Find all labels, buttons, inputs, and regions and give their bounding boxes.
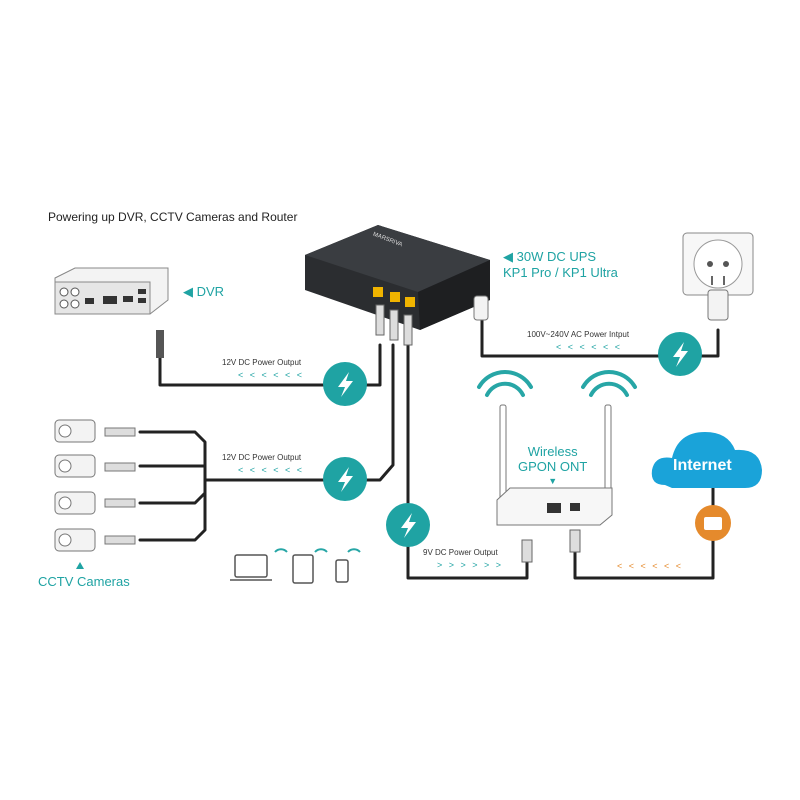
lightning-icons (338, 342, 688, 538)
ac-outlet (682, 232, 754, 321)
ont-label-line2: GPON ONT (518, 459, 588, 474)
internet-label: Internet (673, 457, 732, 474)
ont-output-label: 9V DC Power Output (423, 548, 498, 557)
dvr-device (54, 267, 169, 358)
ac-input-label: 100V~240V AC Power Intput (527, 330, 630, 339)
dvr-cable (158, 343, 382, 387)
cctv-cameras (54, 419, 136, 552)
cctv-cable-4 (138, 491, 207, 542)
cctv-flow-arrows: < < < < < < (238, 465, 305, 475)
ups-label: ◀ 30W DC UPS KP1 Pro / KP1 Ultra (503, 249, 618, 281)
ont-flow-arrows: > > > > > > (437, 560, 504, 570)
ont-cable (406, 343, 529, 580)
cctv-cable-3 (138, 478, 207, 505)
ont-label-line1: Wireless (527, 444, 578, 459)
dvr-flow-arrows: < < < < < < (238, 370, 305, 380)
ac-cable (480, 316, 720, 358)
ont-arrow-icon: ▼ (548, 476, 558, 486)
client-wifi-icons (274, 548, 361, 553)
client-devices (230, 554, 349, 584)
wifi-waves (477, 369, 637, 397)
internet-cloud (651, 432, 762, 488)
folder-icon (704, 517, 722, 530)
fiber-flow-arrows: < < < < < < (617, 561, 684, 571)
cables (138, 316, 720, 580)
ont-device (496, 404, 613, 563)
fiber-cable (573, 538, 715, 580)
dvr-output-label: 12V DC Power Output (222, 358, 302, 367)
page-title: Powering up DVR, CCTV Cameras and Router (48, 210, 298, 224)
ont-label: Wireless GPON ONT ▼ (518, 444, 587, 489)
dvr-label: ◀ DVR (183, 284, 225, 299)
ups-label-line2: KP1 Pro / KP1 Ultra (503, 265, 618, 280)
ups-device (305, 225, 490, 346)
ac-flow-arrows: < < < < < < (556, 342, 623, 352)
cctv-arrow-icon (76, 562, 84, 569)
cctv-output-label: 12V DC Power Output (222, 453, 302, 462)
ups-label-line1: ◀ 30W DC UPS (503, 249, 597, 264)
cctv-label: CCTV Cameras (38, 574, 130, 589)
